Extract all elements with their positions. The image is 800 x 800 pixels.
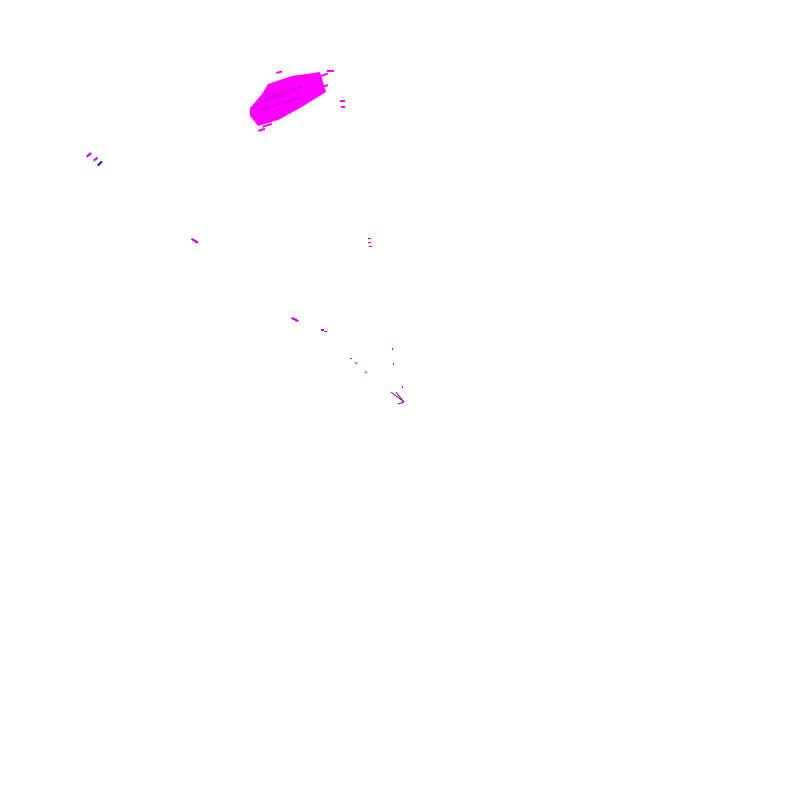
magenta-blob-cluster <box>250 70 345 132</box>
upper-left-strokes <box>86 152 103 167</box>
mid-right-ticks <box>368 238 372 247</box>
diagonal-trail <box>291 317 403 388</box>
mid-left-strokes <box>191 238 199 244</box>
blob-inner-strokes <box>254 85 303 112</box>
trail-endpoint-mark <box>390 391 405 405</box>
